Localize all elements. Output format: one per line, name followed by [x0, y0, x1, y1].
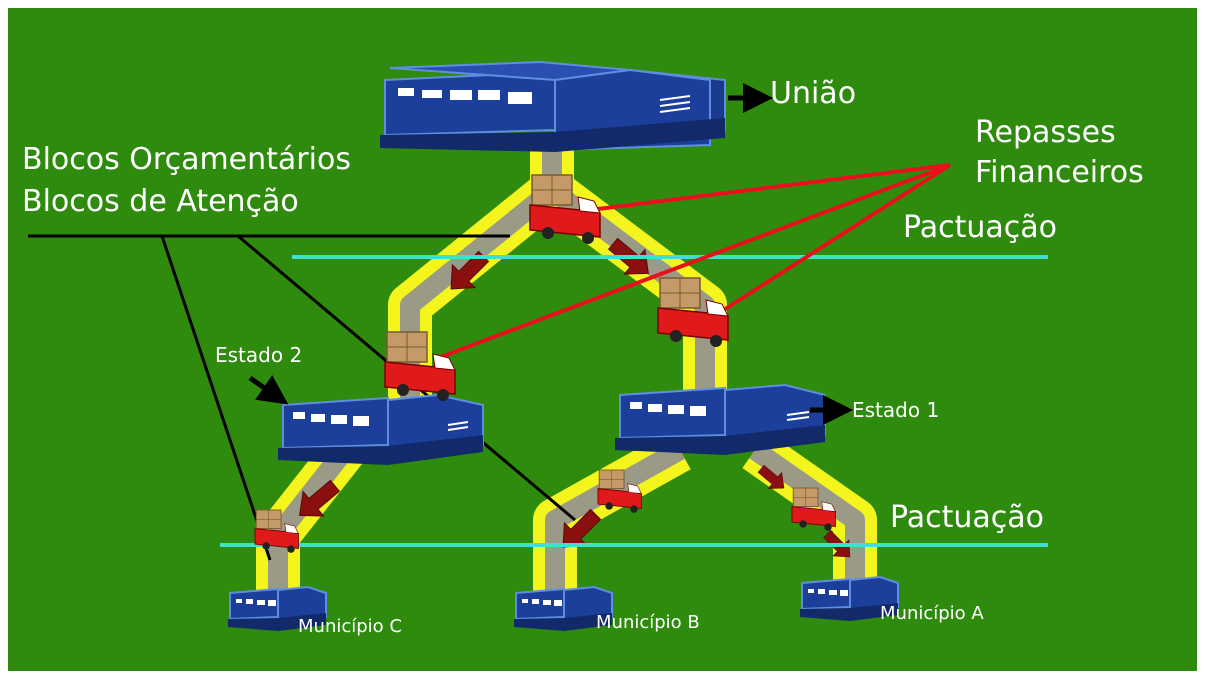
- label-pactuacao-top: Pactuação: [903, 210, 1058, 245]
- truck-icon-top: [529, 174, 601, 244]
- truck-icon-municipio-c: [254, 509, 299, 553]
- label-repasses-line1: Repasses: [975, 115, 1116, 150]
- label-municipio-b: Município B: [596, 612, 700, 633]
- truck-icon-municipio-b: [597, 469, 642, 513]
- building-municipio-b: [514, 585, 613, 631]
- truck-icon-right: [657, 277, 729, 347]
- building-municipio-c: [228, 585, 327, 631]
- arrow-uniao-estado2: [450, 250, 490, 290]
- label-municipio-a: Município A: [880, 603, 984, 624]
- label-municipio-c: Município C: [298, 616, 402, 637]
- arrow-estado2-municipio-c: [299, 479, 341, 517]
- truck-icon-municipio-a: [791, 487, 836, 531]
- label-repasses-line2: Financeiros: [975, 155, 1144, 190]
- pointer-arrows: [248, 83, 853, 425]
- label-blocos-line1: Blocos Orçamentários: [22, 142, 351, 177]
- label-estado2: Estado 2: [215, 343, 303, 367]
- arrow-icon-estado2: [248, 375, 289, 405]
- arrow-estado1-municipio-b: [562, 508, 602, 548]
- truck-icon-left: [384, 331, 456, 401]
- building-estado2: [278, 393, 484, 465]
- repasses-lines: [437, 163, 952, 360]
- building-estado1: [615, 383, 826, 455]
- building-uniao: [380, 60, 726, 152]
- arrow-estado1-municipio-a-1: [757, 464, 785, 489]
- label-uniao: União: [770, 76, 857, 111]
- label-pactuacao-bottom: Pactuação: [890, 500, 1045, 535]
- label-estado1: Estado 1: [852, 398, 940, 422]
- label-blocos-line2: Blocos de Atenção: [22, 184, 299, 219]
- building-municipio-a: [800, 575, 899, 621]
